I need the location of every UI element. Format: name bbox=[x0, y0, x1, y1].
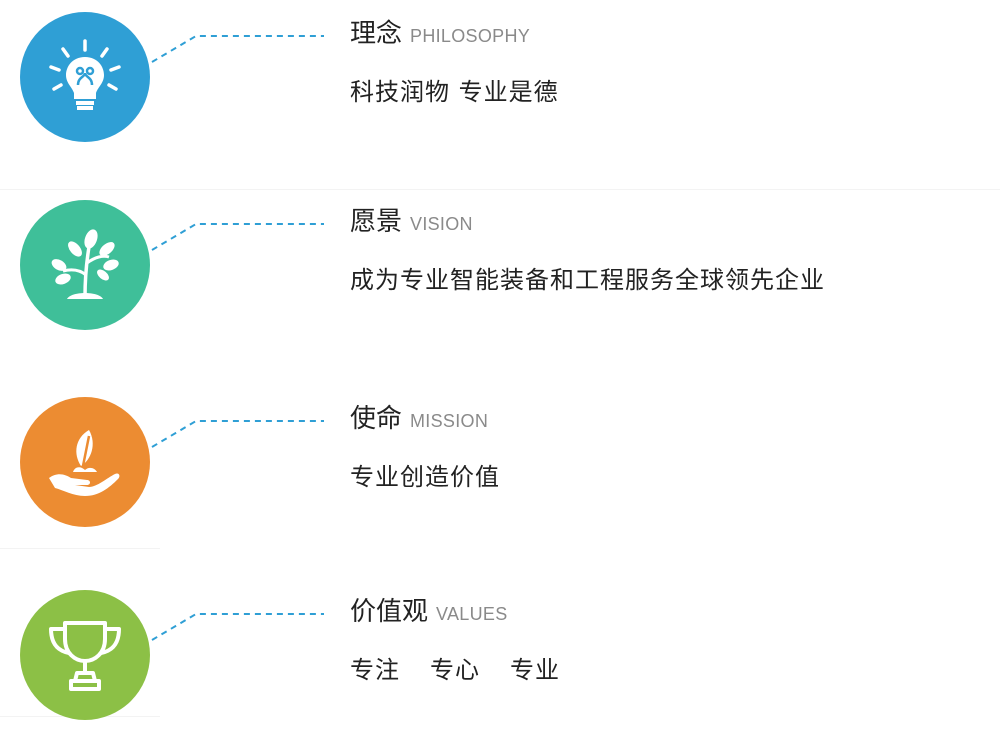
culture-item-vision: 愿景 VISION 成为专业智能装备和工程服务全球领先企业 bbox=[0, 188, 1000, 338]
value-word: 专心 bbox=[430, 656, 480, 684]
divider bbox=[0, 189, 1000, 190]
item-heading: 理念 PHILOSOPHY bbox=[350, 14, 530, 57]
item-subtitle: MISSION bbox=[410, 411, 489, 431]
item-body: 专注 专心 专业 bbox=[350, 652, 590, 688]
trophy-icon bbox=[49, 621, 121, 691]
item-heading: 愿景 VISION bbox=[350, 202, 473, 245]
item-body: 成为专业智能装备和工程服务全球领先企业 bbox=[350, 266, 825, 294]
vision-circle bbox=[20, 200, 150, 330]
item-title: 价值观 bbox=[350, 597, 429, 627]
dashed-connector bbox=[151, 223, 324, 251]
dashed-connector bbox=[151, 35, 324, 63]
culture-item-values: 价值观 VALUES 专注 专心 专业 bbox=[0, 578, 1000, 728]
item-title: 愿景 bbox=[350, 207, 403, 237]
item-subtitle: VALUES bbox=[436, 604, 508, 624]
item-heading: 价值观 VALUES bbox=[350, 592, 508, 635]
dashed-connector bbox=[151, 420, 324, 448]
mission-circle bbox=[20, 397, 150, 527]
sprout-icon bbox=[51, 229, 119, 299]
philosophy-circle bbox=[20, 12, 150, 142]
culture-item-mission: 使命 MISSION 专业创造价值 bbox=[0, 385, 1000, 535]
item-body: 科技润物 专业是德 bbox=[350, 78, 559, 106]
dashed-connector bbox=[151, 613, 324, 641]
item-body: 专业创造价值 bbox=[350, 463, 500, 491]
item-subtitle: PHILOSOPHY bbox=[410, 26, 531, 46]
lightbulb-icon bbox=[49, 39, 121, 110]
item-title: 使命 bbox=[350, 404, 403, 434]
item-heading: 使命 MISSION bbox=[350, 399, 488, 442]
divider bbox=[0, 548, 160, 549]
values-circle bbox=[20, 590, 150, 720]
item-subtitle: VISION bbox=[410, 214, 473, 234]
culture-item-philosophy: 理念 PHILOSOPHY 科技润物 专业是德 bbox=[0, 0, 1000, 150]
value-word: 专注 bbox=[350, 656, 400, 684]
value-word: 专业 bbox=[510, 656, 560, 684]
item-title: 理念 bbox=[350, 19, 403, 49]
hand-leaf-icon bbox=[49, 430, 120, 496]
